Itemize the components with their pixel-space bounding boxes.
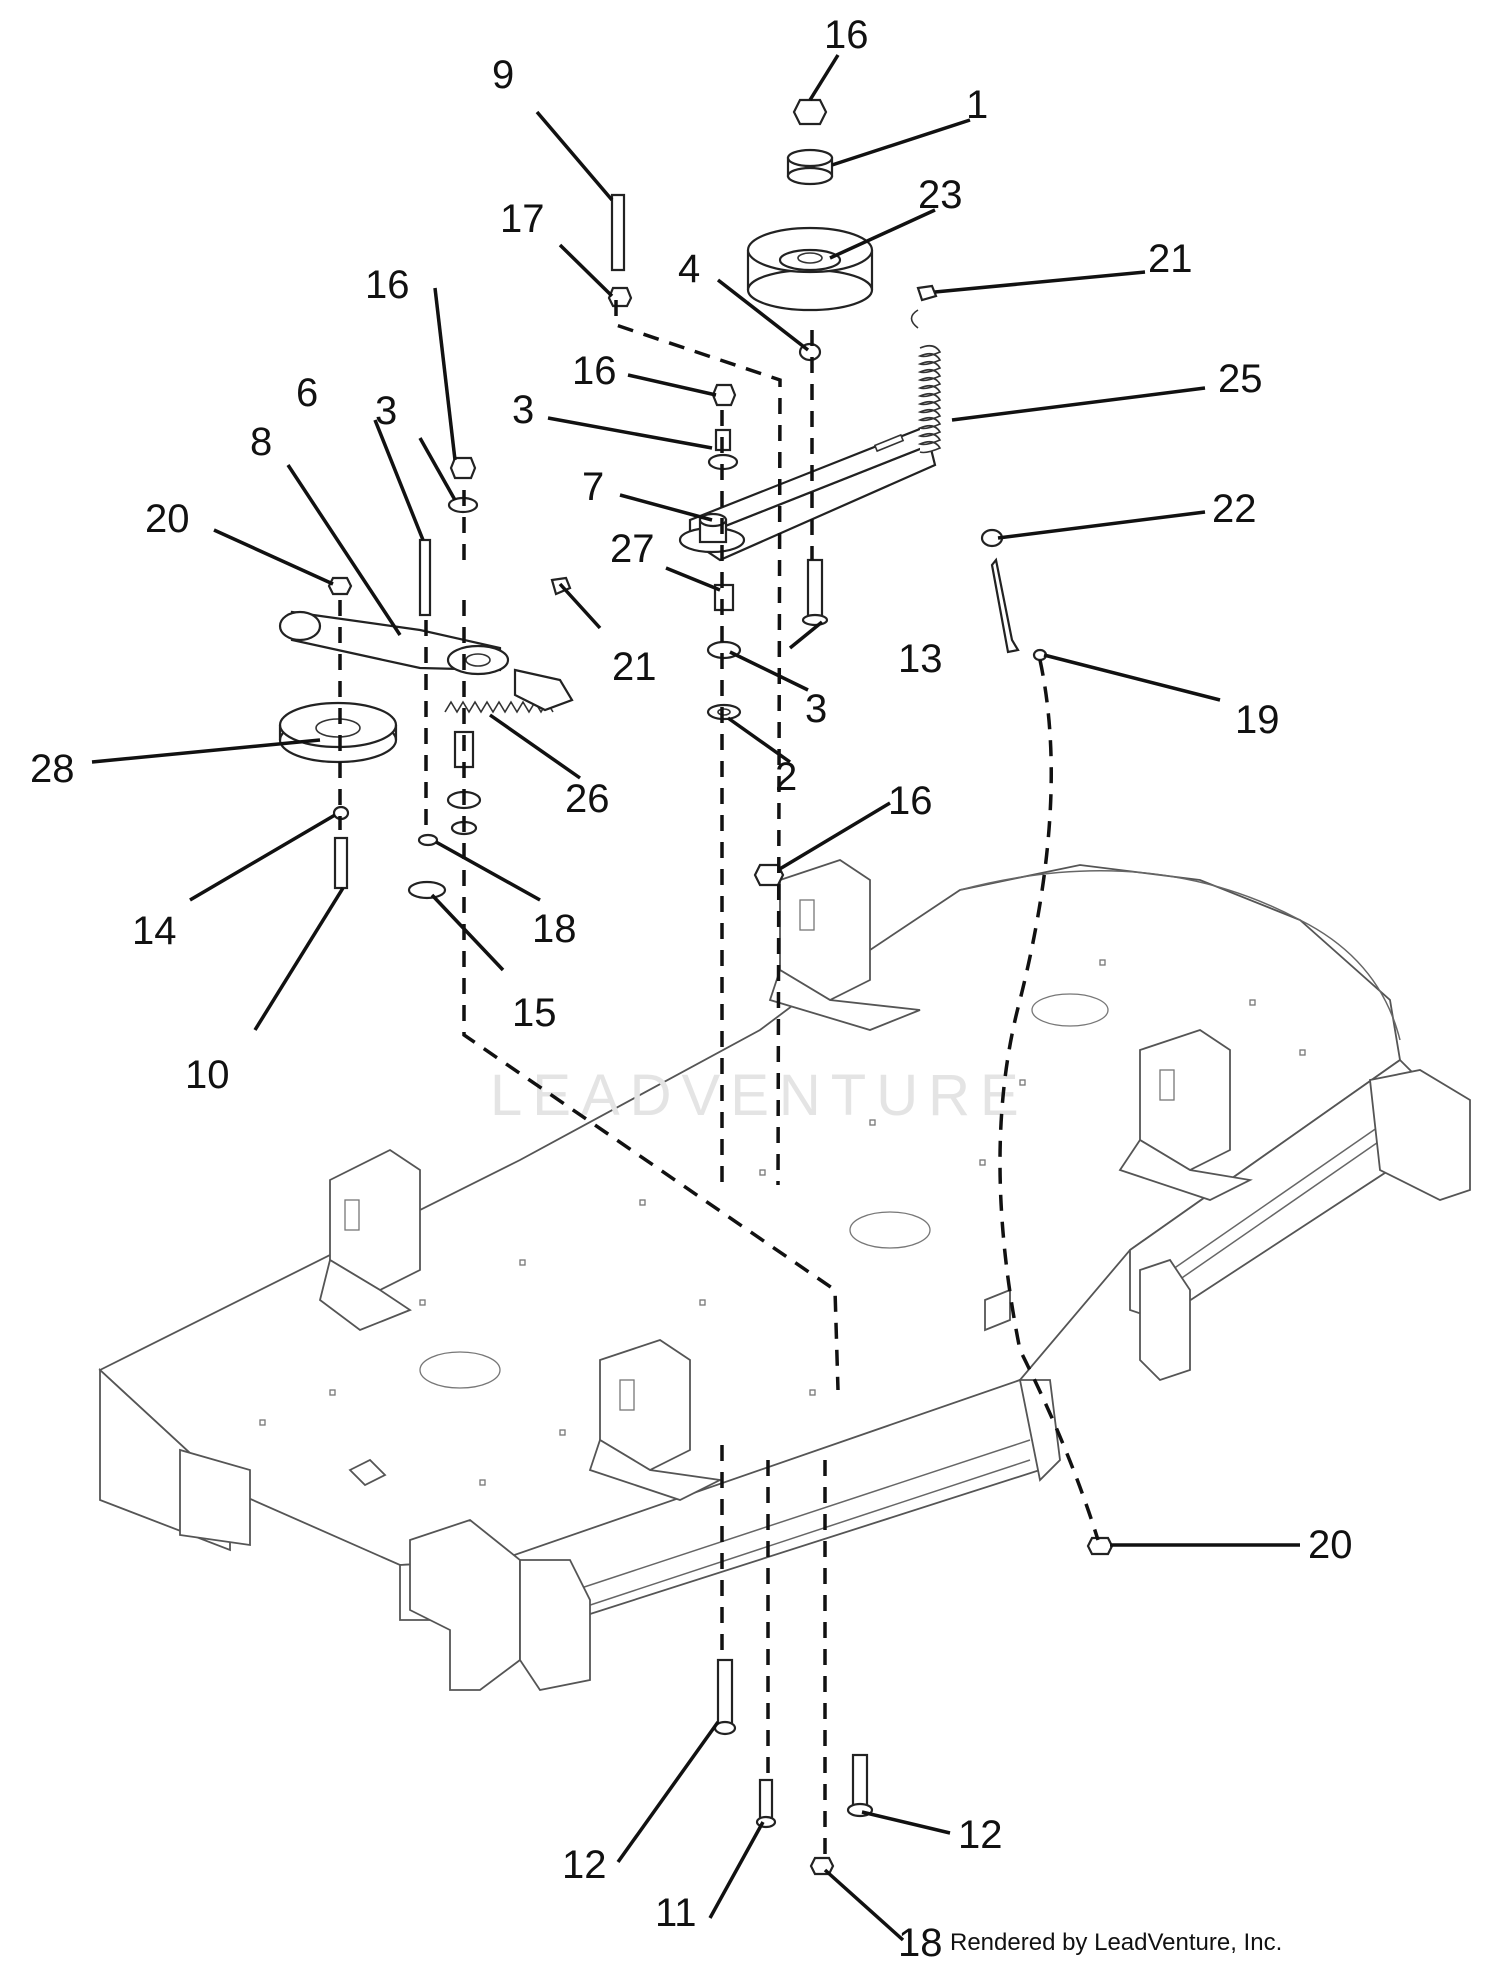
callout-labels: 16 1 23 9 17 4 21 16 16 25 6 3 3 8 7 20 … [30,13,1353,1965]
assembly-dashed-lines [338,300,1100,1860]
footer-credit: Rendered by LeadVenture, Inc. [950,1929,1282,1956]
bolt-20-right [1086,1536,1114,1556]
callout-8: 8 [250,420,272,464]
callout-27: 27 [610,527,655,571]
left-pulley [278,701,398,764]
pin-10 [333,836,349,890]
deck-bracket-rear-right [1118,1029,1253,1201]
callout-23: 23 [918,173,963,217]
flange-nut-top [792,98,828,126]
rod-6 [418,538,432,617]
callout-16: 16 [824,13,869,57]
callout-18: 18 [898,1921,943,1965]
pivot-stack [706,383,742,721]
idler-pulley [746,226,874,312]
callout-11: 11 [655,1891,697,1935]
deck-bracket-front-left [318,1148,421,1332]
mower-deck [98,859,1471,1692]
callout-25: 25 [1218,357,1263,401]
pulley-spacer [786,148,834,186]
nut-20-top [327,576,353,596]
callout-21: 21 [1148,237,1193,281]
callout-6: 6 [296,371,318,415]
callout-3: 3 [375,389,397,433]
callout-7: 7 [582,465,604,509]
callout-19: 19 [1235,698,1280,742]
callout-16: 16 [572,349,617,393]
deck-bracket-front-center [588,1339,723,1501]
callout-4: 4 [678,247,700,291]
callout-20: 20 [145,497,190,541]
callout-12: 12 [562,1843,607,1887]
callout-9: 9 [492,53,514,97]
callout-1: 1 [966,83,988,127]
callout-16: 16 [888,779,933,823]
deck-holes [259,959,1306,1486]
extension-spring [910,284,1048,662]
callout-13: 13 [898,637,943,681]
callout-17: 17 [500,197,545,241]
leader-lines [91,54,1300,1942]
washer-18 [417,833,439,847]
callout-2: 2 [775,755,797,799]
pin-13 [801,558,829,627]
callout-26: 26 [565,777,610,821]
watermark: LEADVENTURE [490,1063,1029,1128]
left-idler-arm [278,610,510,676]
callout-3: 3 [512,388,534,432]
callout-28: 28 [30,747,75,791]
callout-14: 14 [132,909,177,953]
callout-3: 3 [805,687,827,731]
bottom-pins [713,1658,874,1876]
spring-bracket [513,668,574,712]
washer-15 [407,880,447,900]
deck-bracket-rear-center [768,859,921,1031]
callout-18: 18 [532,907,577,951]
callout-12: 12 [958,1813,1003,1857]
callout-20: 20 [1308,1523,1353,1567]
callout-22: 22 [1212,487,1257,531]
callout-10: 10 [185,1053,230,1097]
nut-17 [607,286,633,308]
bolt-9 [610,193,626,272]
callout-21: 21 [612,645,657,689]
callout-15: 15 [512,991,557,1035]
callout-16: 16 [365,263,410,307]
